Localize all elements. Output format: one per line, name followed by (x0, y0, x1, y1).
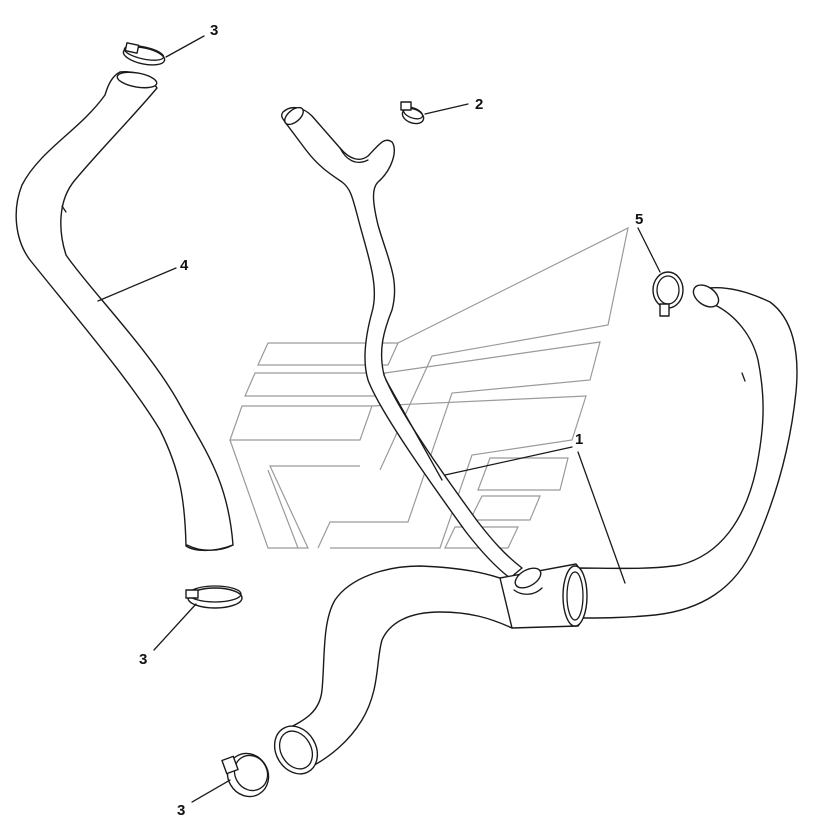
callout-4: 4 (180, 257, 189, 274)
pipe-part-2 (280, 106, 523, 579)
clamp-part-2 (400, 101, 425, 125)
callout-2: 2 (475, 96, 483, 113)
callout-3-top: 3 (210, 22, 218, 39)
callout-labels: 1 2 3 3 3 4 5 (139, 22, 643, 819)
clamp-top-left (122, 42, 166, 66)
clamp-bottom (221, 752, 270, 798)
callout-3-bottom: 3 (177, 802, 185, 819)
clamp-middle-left (185, 585, 243, 609)
clamp-part-5 (652, 271, 684, 317)
watermark-logo (229, 226, 629, 549)
hose-part-4 (15, 71, 234, 552)
leader-lines (97, 35, 661, 803)
callout-5: 5 (635, 211, 643, 228)
pipe-part-1 (273, 284, 798, 775)
callout-1: 1 (575, 431, 583, 448)
callout-3-middle: 3 (139, 651, 147, 668)
